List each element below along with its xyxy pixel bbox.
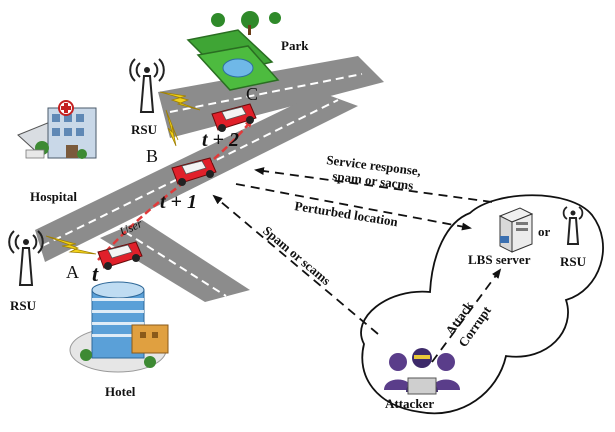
hospital-label: Hospital <box>30 189 77 204</box>
rsu-tower-left-icon <box>8 230 44 286</box>
park-label: Park <box>281 38 309 53</box>
point-a-label: A <box>66 262 79 282</box>
rsu-left-label: RSU <box>10 298 37 313</box>
lightning-icon <box>165 109 179 147</box>
rsu-tower-top-icon <box>129 58 165 113</box>
point-b-label: B <box>146 146 158 166</box>
attacker-icon <box>384 348 460 395</box>
time-t2-label: t + 2 <box>202 129 239 151</box>
spam-or-scams-label: Spam or scams <box>260 223 334 288</box>
car-icon-a <box>97 241 143 270</box>
time-t-label: t <box>92 261 99 286</box>
park-icon <box>186 11 281 91</box>
attacker-label: Attacker <box>385 396 434 411</box>
lightning-icon <box>159 91 201 111</box>
lbs-server-label: LBS server <box>468 252 531 267</box>
server-icon <box>498 207 534 253</box>
or-label: or <box>538 224 551 239</box>
time-t1-label: t + 1 <box>160 191 197 213</box>
lightning-icon <box>45 235 97 255</box>
hospital-icon <box>17 100 97 159</box>
rsu-tower-cloud-icon <box>562 206 584 245</box>
spam-or-scams-arrow <box>212 194 379 335</box>
service-response-arrow <box>254 167 493 203</box>
point-c-label: C <box>246 84 258 104</box>
car-icon-c <box>211 103 257 132</box>
rsu-cloud-label: RSU <box>560 254 587 269</box>
attack-corrupt-arrow <box>431 268 502 363</box>
car-icon-b <box>171 157 217 186</box>
rsu-top-label: RSU <box>131 122 158 137</box>
perturbed-location-arrow <box>235 183 472 231</box>
hotel-icon <box>69 281 169 373</box>
perturbed-location-label: Perturbed location <box>294 198 400 229</box>
hotel-label: Hotel <box>105 384 136 399</box>
